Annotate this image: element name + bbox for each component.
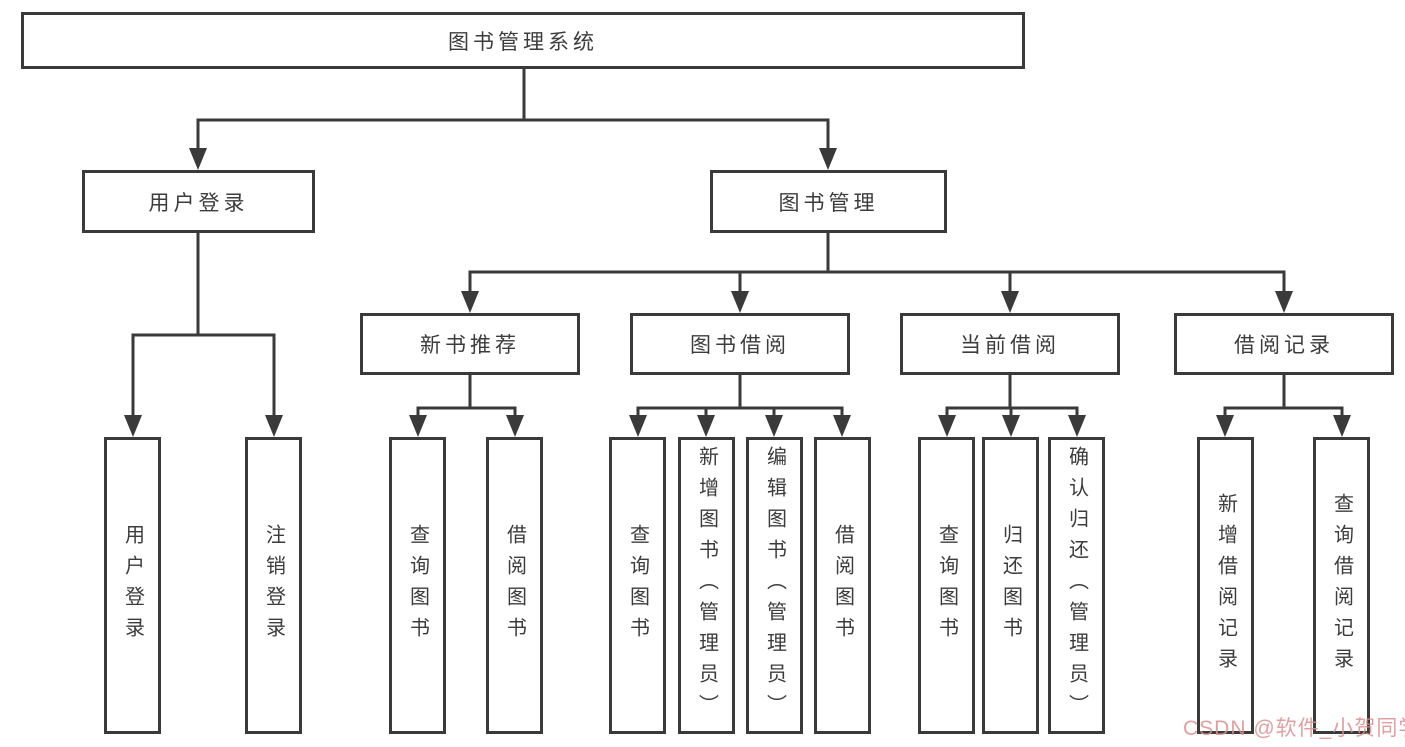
node-label: 确认归还（管理员）: [1065, 446, 1088, 725]
connector-borrowing-records-to-leaves: [1223, 375, 1344, 418]
arrowhead-down-icon: [833, 415, 851, 437]
leaf-query-books-3: 查询图书: [918, 437, 975, 734]
node-book-management: 图书管理: [710, 170, 947, 233]
leaf-confirm-return-admin: 确认归还（管理员）: [1048, 437, 1105, 734]
leaf-add-book-admin: 新增图书（管理员）: [678, 437, 735, 734]
arrowhead-down-icon: [506, 415, 524, 437]
node-label: 借阅图书: [503, 523, 526, 648]
node-label: 编辑图书（管理员）: [763, 446, 786, 725]
leaf-return-books: 归还图书: [982, 437, 1039, 734]
node-label: 用户登录: [121, 523, 144, 648]
arrowhead-down-icon: [461, 291, 479, 313]
node-label: 当前借阅: [960, 334, 1060, 357]
arrowhead-down-icon: [1333, 415, 1351, 437]
arrowhead-down-icon: [938, 415, 956, 437]
arrowhead-down-icon: [189, 148, 207, 170]
node-label: 用户登录: [148, 191, 249, 215]
arrowhead-down-icon: [409, 415, 427, 437]
connector-root-to-level1: [196, 69, 830, 150]
watermark: CSDN @软件_小贺同学: [1183, 717, 1405, 740]
arrowhead-down-icon: [629, 415, 647, 437]
leaf-query-books-1: 查询图书: [389, 437, 446, 734]
node-label: 查询图书: [935, 523, 958, 648]
node-label: 查询借阅记录: [1330, 492, 1353, 679]
node-current-borrowing: 当前借阅: [900, 313, 1120, 375]
node-label: 图书管理系统: [448, 30, 598, 54]
connector-current-borrowing-to-leaves: [945, 375, 1079, 418]
node-label: 借阅记录: [1234, 334, 1334, 357]
arrowhead-down-icon: [1275, 291, 1293, 313]
connector-new-book-recommendation-to-leaves: [416, 375, 517, 418]
arrowhead-down-icon: [1002, 415, 1020, 437]
leaf-add-borrow-record: 新增借阅记录: [1197, 437, 1254, 734]
leaf-logout-login: 注销登录: [245, 437, 302, 734]
node-new-book-recommendation: 新书推荐: [360, 313, 580, 375]
leaf-query-borrow-record: 查询借阅记录: [1313, 437, 1370, 734]
node-label: 查询图书: [626, 523, 649, 648]
leaf-query-books-2: 查询图书: [609, 437, 666, 734]
node-label: 新增图书（管理员）: [695, 446, 718, 725]
connector-user-login-to-leaves: [131, 233, 276, 417]
arrowhead-down-icon: [731, 291, 749, 313]
node-label: 图书管理: [778, 191, 879, 215]
node-label: 新书推荐: [420, 334, 520, 357]
arrowhead-down-icon: [1216, 415, 1234, 437]
leaf-edit-book-admin: 编辑图书（管理员）: [746, 437, 803, 734]
node-label: 新增借阅记录: [1214, 492, 1237, 679]
arrowhead-down-icon: [697, 415, 715, 437]
node-borrowing-records: 借阅记录: [1174, 313, 1394, 375]
arrowhead-down-icon: [124, 415, 142, 437]
node-label: 查询图书: [406, 523, 429, 648]
node-library-management-system: 图书管理系统: [21, 12, 1025, 69]
arrowhead-down-icon: [1001, 291, 1019, 313]
arrowhead-down-icon: [765, 415, 783, 437]
connector-book-management-to-level2: [468, 233, 1286, 293]
node-book-borrowing: 图书借阅: [630, 313, 850, 375]
node-label: 归还图书: [999, 523, 1022, 648]
arrowhead-down-icon: [265, 415, 283, 437]
node-label: 图书借阅: [690, 334, 790, 357]
leaf-borrow-books-1: 借阅图书: [486, 437, 543, 734]
leaf-borrow-books-2: 借阅图书: [814, 437, 871, 734]
connector-book-borrowing-to-leaves: [636, 375, 844, 418]
node-label: 注销登录: [262, 523, 285, 648]
leaf-user-login: 用户登录: [104, 437, 161, 734]
arrowhead-down-icon: [1068, 415, 1086, 437]
node-label: 借阅图书: [831, 523, 854, 648]
arrowhead-down-icon: [819, 148, 837, 170]
node-user-login: 用户登录: [82, 170, 315, 233]
